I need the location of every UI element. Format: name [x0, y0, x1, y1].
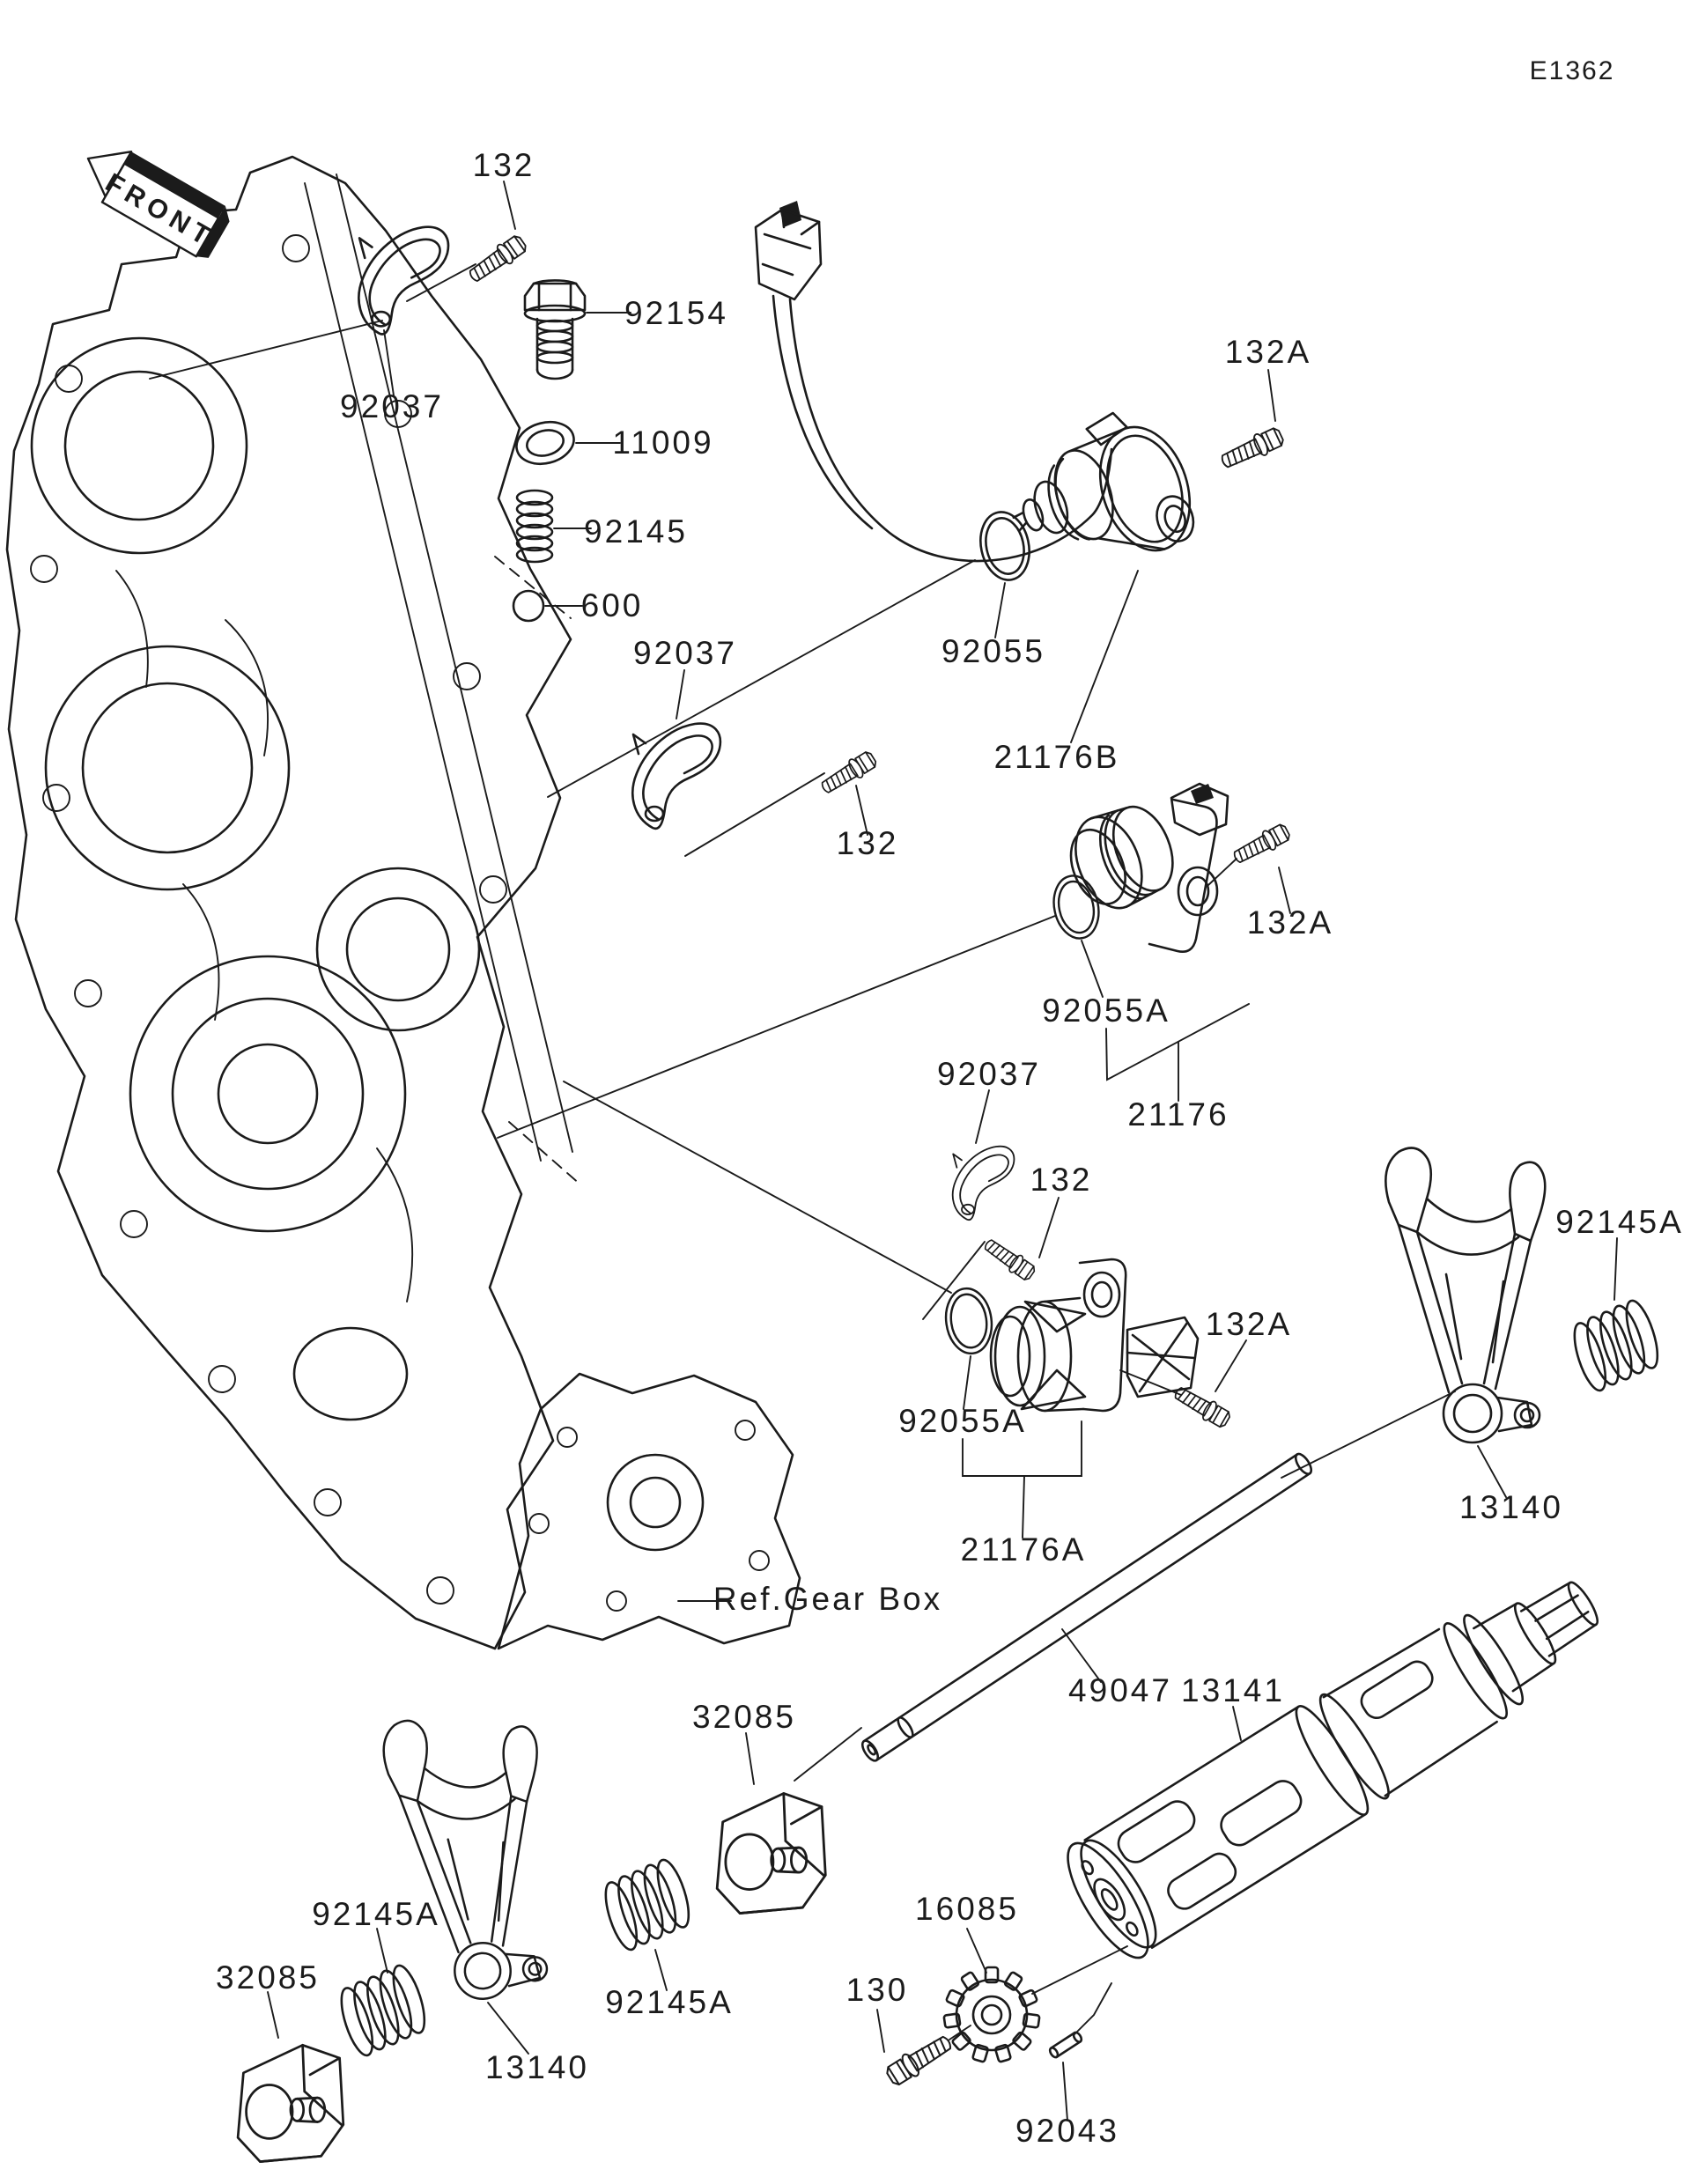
fork-spring-92145a-2	[332, 1960, 434, 2061]
label-bolt-130: 130	[846, 1972, 909, 2008]
shift-fork-13140-1	[1385, 1147, 1547, 1444]
label-clamp-92037-3: 92037	[937, 1056, 1041, 1092]
bolt-132-3	[980, 1234, 1038, 1284]
pin-92043	[1048, 2031, 1083, 2059]
washer-11009	[515, 420, 575, 466]
fork-spring-92145a-3	[596, 1855, 698, 1955]
ball-600	[512, 589, 545, 623]
label-bolt-132a-3: 132A	[1206, 1306, 1292, 1342]
gear-16085	[942, 1966, 1041, 2064]
label-bolt-132a-1: 132A	[1225, 334, 1311, 370]
front-direction-marker: FRONT	[86, 151, 230, 258]
clamp-92037-3	[951, 1145, 1015, 1221]
label-sensor-21176a: 21176A	[961, 1531, 1087, 1568]
label-oring-92055: 92055	[941, 633, 1045, 669]
bolt-132a-2	[1229, 820, 1293, 868]
label-ref-gear-box: Ref.Gear Box	[713, 1581, 942, 1617]
label-gear-16085: 16085	[915, 1891, 1019, 1927]
label-fork-rod-49047: 49047	[1068, 1672, 1172, 1708]
oring-92055a-2	[941, 1284, 997, 1358]
label-shift-drum-13141: 13141	[1181, 1672, 1285, 1708]
sensor-21176	[1069, 782, 1229, 953]
label-sensor-21176: 21176	[1127, 1096, 1229, 1133]
shift-drum-13141	[1067, 1581, 1599, 1959]
label-fork-spring-92145a-1: 92145A	[1555, 1204, 1684, 1240]
label-oring-92055a-2: 92055A	[898, 1403, 1027, 1439]
shift-fork-13140-2	[380, 1710, 556, 2006]
clamp-92037-2	[631, 722, 722, 830]
label-shift-fork-13140-2: 13140	[485, 2049, 589, 2085]
spring-92145	[515, 489, 554, 564]
label-drum-holder-32085-2: 32085	[216, 1959, 320, 1996]
bolt-130	[882, 2030, 956, 2090]
label-bolt-132-1: 132	[473, 147, 535, 183]
bolt-132a-1	[1217, 424, 1287, 474]
label-fork-spring-92145a-3: 92145A	[605, 1984, 734, 2020]
fork-spring-92145a-1	[1565, 1295, 1667, 1396]
label-drum-holder-32085-1: 32085	[692, 1699, 796, 1735]
label-switch-21176b: 21176B	[994, 739, 1120, 775]
label-clamp-92037-2: 92037	[633, 635, 737, 671]
gear-box-cover-drawing	[497, 1372, 801, 1650]
label-ball-600: 600	[581, 587, 644, 623]
label-oring-92055a-1: 92055A	[1042, 992, 1170, 1029]
label-fork-spring-92145a-2: 92145A	[312, 1896, 440, 1932]
leader-lines	[149, 181, 1618, 2121]
label-washer-11009: 11009	[612, 424, 713, 461]
plug-92154	[523, 279, 587, 380]
label-diagram-code: E1362	[1530, 56, 1615, 85]
drum-holder-32085-1	[715, 1792, 827, 1915]
label-bolt-132-2: 132	[837, 825, 899, 861]
label-plug-92154: 92154	[624, 295, 728, 331]
fork-rod-49047	[860, 1452, 1313, 1762]
clamp-92037-1	[358, 225, 450, 336]
switch-21176b	[754, 201, 1195, 563]
bolt-132-1	[464, 232, 530, 287]
sensor-21176a	[989, 1258, 1200, 1413]
oring-92055a-1	[1047, 870, 1105, 944]
engine-case-drawing	[5, 155, 582, 1650]
label-bolt-132a-2: 132A	[1247, 904, 1333, 941]
callout-labels: E1362 132 92154 92037 11009 92145 600 92…	[216, 56, 1684, 2149]
label-spring-92145: 92145	[584, 513, 688, 550]
bolt-132-2	[817, 748, 880, 799]
label-clamp-92037-1: 92037	[340, 388, 444, 424]
drum-holder-32085-2	[236, 2043, 345, 2163]
label-shift-fork-13140-1: 13140	[1459, 1489, 1563, 1525]
label-bolt-132-3: 132	[1030, 1162, 1093, 1198]
label-pin-92043: 92043	[1015, 2113, 1119, 2149]
